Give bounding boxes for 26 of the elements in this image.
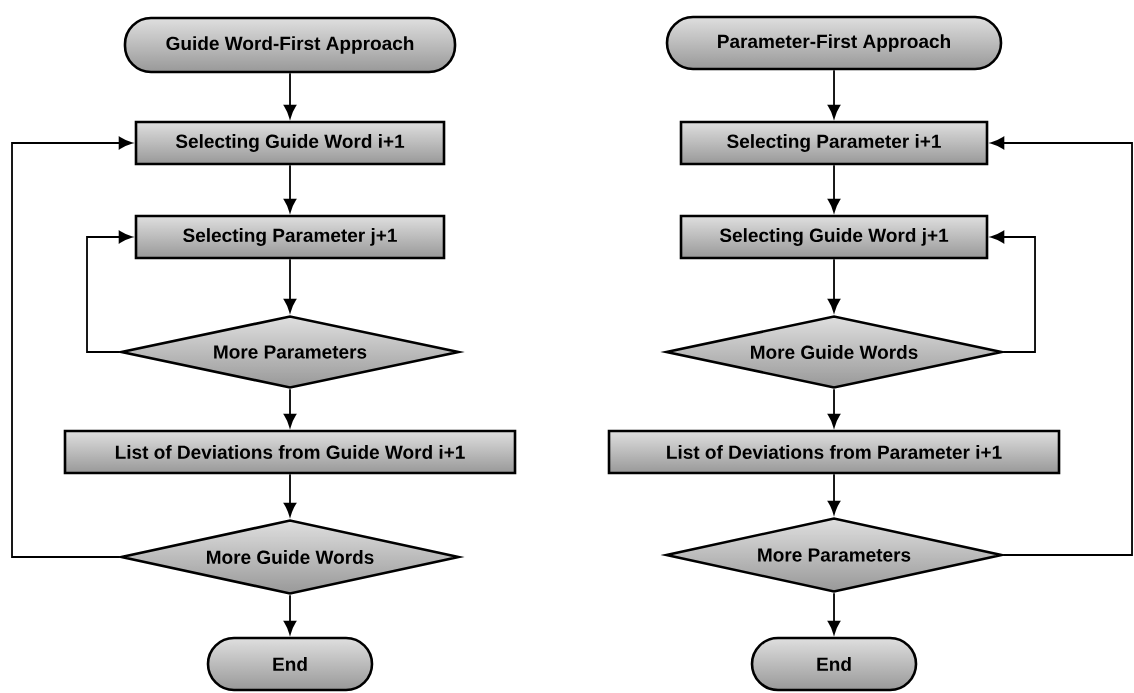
arrow bbox=[827, 258, 841, 313]
terminal-box: End bbox=[206, 636, 374, 692]
process-box: List of Deviations from Guide Word i+1 bbox=[63, 429, 517, 475]
arrow bbox=[283, 473, 297, 517]
arrow bbox=[827, 388, 841, 428]
process-box: Selecting Parameter j+1 bbox=[134, 214, 446, 260]
arrow bbox=[827, 592, 841, 635]
arrow bbox=[86, 230, 133, 353]
arrow bbox=[827, 69, 841, 119]
arrow bbox=[283, 72, 297, 119]
arrow bbox=[990, 230, 1036, 353]
arrow bbox=[283, 594, 297, 635]
arrow bbox=[283, 258, 297, 313]
process-box: Selecting Guide Word i+1 bbox=[134, 120, 446, 166]
terminal-box: End bbox=[750, 636, 918, 692]
arrow bbox=[990, 136, 1133, 556]
process-box: List of Deviations from Parameter i+1 bbox=[607, 429, 1061, 475]
arrow bbox=[827, 473, 841, 515]
terminal-box: Parameter-First Approach bbox=[665, 15, 1003, 71]
arrow bbox=[827, 164, 841, 213]
process-box: Selecting Guide Word j+1 bbox=[679, 214, 989, 260]
arrow bbox=[283, 388, 297, 428]
arrow bbox=[11, 136, 133, 558]
process-box: Selecting Parameter i+1 bbox=[679, 120, 989, 166]
terminal-box: Guide Word-First Approach bbox=[123, 16, 457, 74]
arrow bbox=[283, 164, 297, 213]
